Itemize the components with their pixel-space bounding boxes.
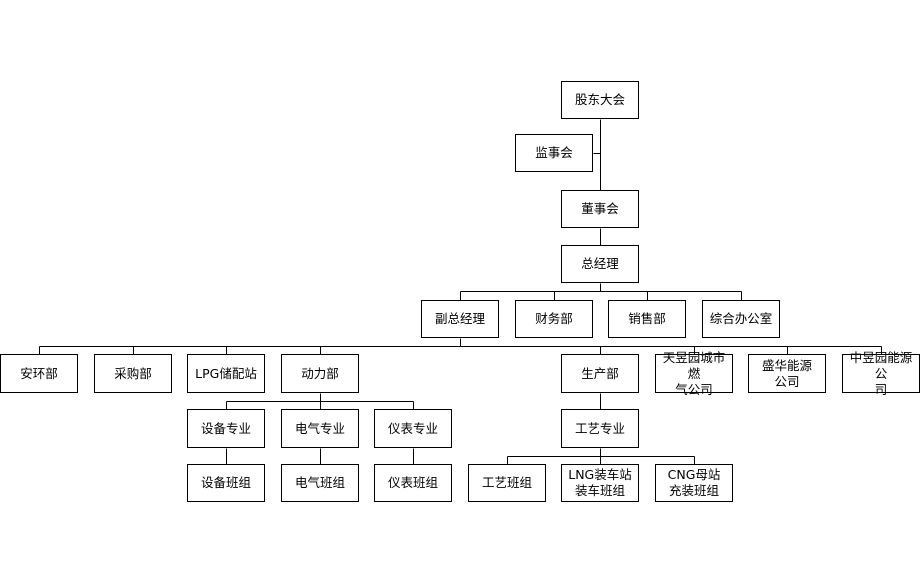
node-lpg-station: LPG储配站 [187, 354, 265, 393]
node-process-spec: 工艺专业 [561, 409, 639, 448]
node-shenghua-energy: 盛华能源 公司 [748, 354, 826, 393]
node-instrument-team: 仪表班组 [374, 464, 452, 502]
node-procurement: 采购部 [94, 354, 172, 393]
node-general-office: 综合办公室 [702, 300, 780, 338]
node-shareholders: 股东大会 [561, 81, 639, 119]
node-general-manager: 总经理 [561, 245, 639, 283]
node-lng-team: LNG装车站 装车班组 [561, 464, 639, 502]
node-tianyu-gas: 天昱园城市燃 气公司 [655, 350, 733, 397]
node-finance: 财务部 [515, 300, 593, 338]
node-equipment-spec: 设备专业 [187, 409, 265, 448]
node-cng-team: CNG母站 充装班组 [655, 464, 733, 502]
node-deputy-gm: 副总经理 [421, 300, 499, 338]
node-instrument-spec: 仪表专业 [374, 409, 452, 448]
node-safety-env: 安环部 [0, 354, 78, 393]
node-supervisory-board: 监事会 [515, 134, 593, 172]
node-electrical-team: 电气班组 [281, 464, 359, 502]
node-production: 生产部 [561, 354, 639, 393]
node-electrical-spec: 电气专业 [281, 409, 359, 448]
node-sales: 销售部 [608, 300, 686, 338]
node-power-dept: 动力部 [281, 354, 359, 393]
node-process-team: 工艺班组 [468, 464, 546, 502]
node-board: 董事会 [561, 190, 639, 228]
node-zhongyu-energy: 中昱园能源公 司 [842, 350, 920, 397]
node-equipment-team: 设备班组 [187, 464, 265, 502]
